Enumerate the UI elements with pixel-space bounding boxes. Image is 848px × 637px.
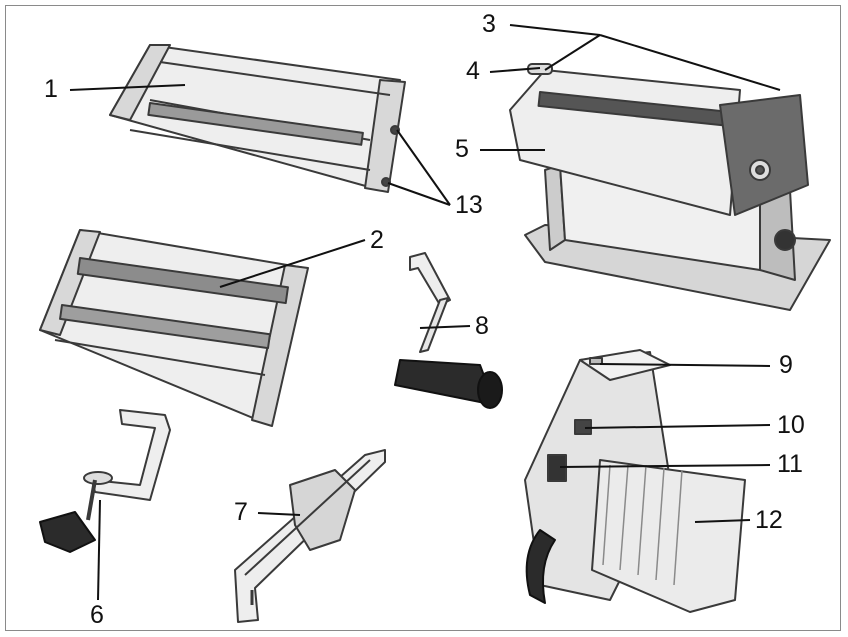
crank-handle-8 [394, 252, 503, 409]
leader-11 [559, 464, 771, 468]
label-8: 8 [475, 312, 489, 340]
leader-10 [584, 424, 771, 429]
leader-6 [97, 499, 101, 601]
leader-7 [257, 512, 301, 516]
pasta-machine-body [509, 63, 831, 311]
leader-13a [396, 129, 451, 206]
leader-1 [69, 84, 186, 91]
label-12: 12 [755, 506, 783, 534]
label-4: 4 [466, 57, 480, 85]
leader-13b [387, 182, 451, 206]
diagram-frame [5, 5, 841, 631]
leader-8 [419, 325, 471, 329]
leader-2 [219, 239, 366, 288]
leader-lines [69, 24, 781, 601]
cutter-attachment-2 [39, 229, 309, 427]
label-11: 11 [777, 450, 803, 478]
label-1: 1 [44, 75, 58, 103]
label-6: 6 [90, 601, 104, 629]
label-3: 3 [482, 10, 496, 38]
label-10: 10 [777, 411, 805, 439]
leader-9 [599, 363, 771, 367]
label-7: 7 [234, 498, 248, 526]
label-2: 2 [370, 226, 384, 254]
leader-4 [489, 67, 541, 73]
label-9: 9 [779, 351, 793, 379]
cutter-rail-7 [234, 449, 386, 623]
label-5: 5 [455, 135, 469, 163]
electric-motor-unit [524, 349, 746, 613]
leader-12 [694, 519, 751, 523]
leader-3a [509, 24, 601, 36]
leader-3b [544, 34, 601, 71]
label-13: 13 [455, 191, 483, 219]
leader-3c [599, 34, 781, 91]
cutter-attachment-1 [109, 44, 406, 193]
table-clamp-6 [39, 409, 171, 553]
